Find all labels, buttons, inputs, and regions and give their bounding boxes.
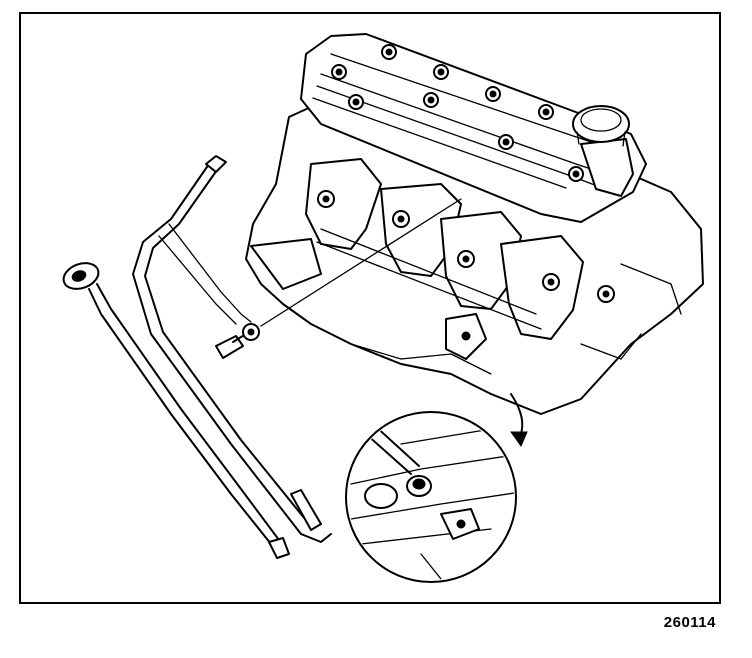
valve-cover	[300, 33, 647, 223]
figure-frame	[19, 12, 721, 604]
engine-assembly	[245, 33, 704, 415]
detail-arrow	[510, 393, 528, 448]
figure-number: 260114	[663, 614, 716, 631]
leader-line	[260, 198, 462, 327]
oil-level-indicator	[62, 262, 290, 559]
detail-view	[345, 411, 517, 583]
exhaust-manifold	[250, 158, 615, 340]
engine-oil-level-indicator-illustration	[62, 33, 704, 583]
oil-level-indicator-tube-bolt	[215, 323, 260, 359]
oil-fill-cap	[572, 105, 634, 197]
oil-level-indicator-tube	[132, 155, 332, 543]
